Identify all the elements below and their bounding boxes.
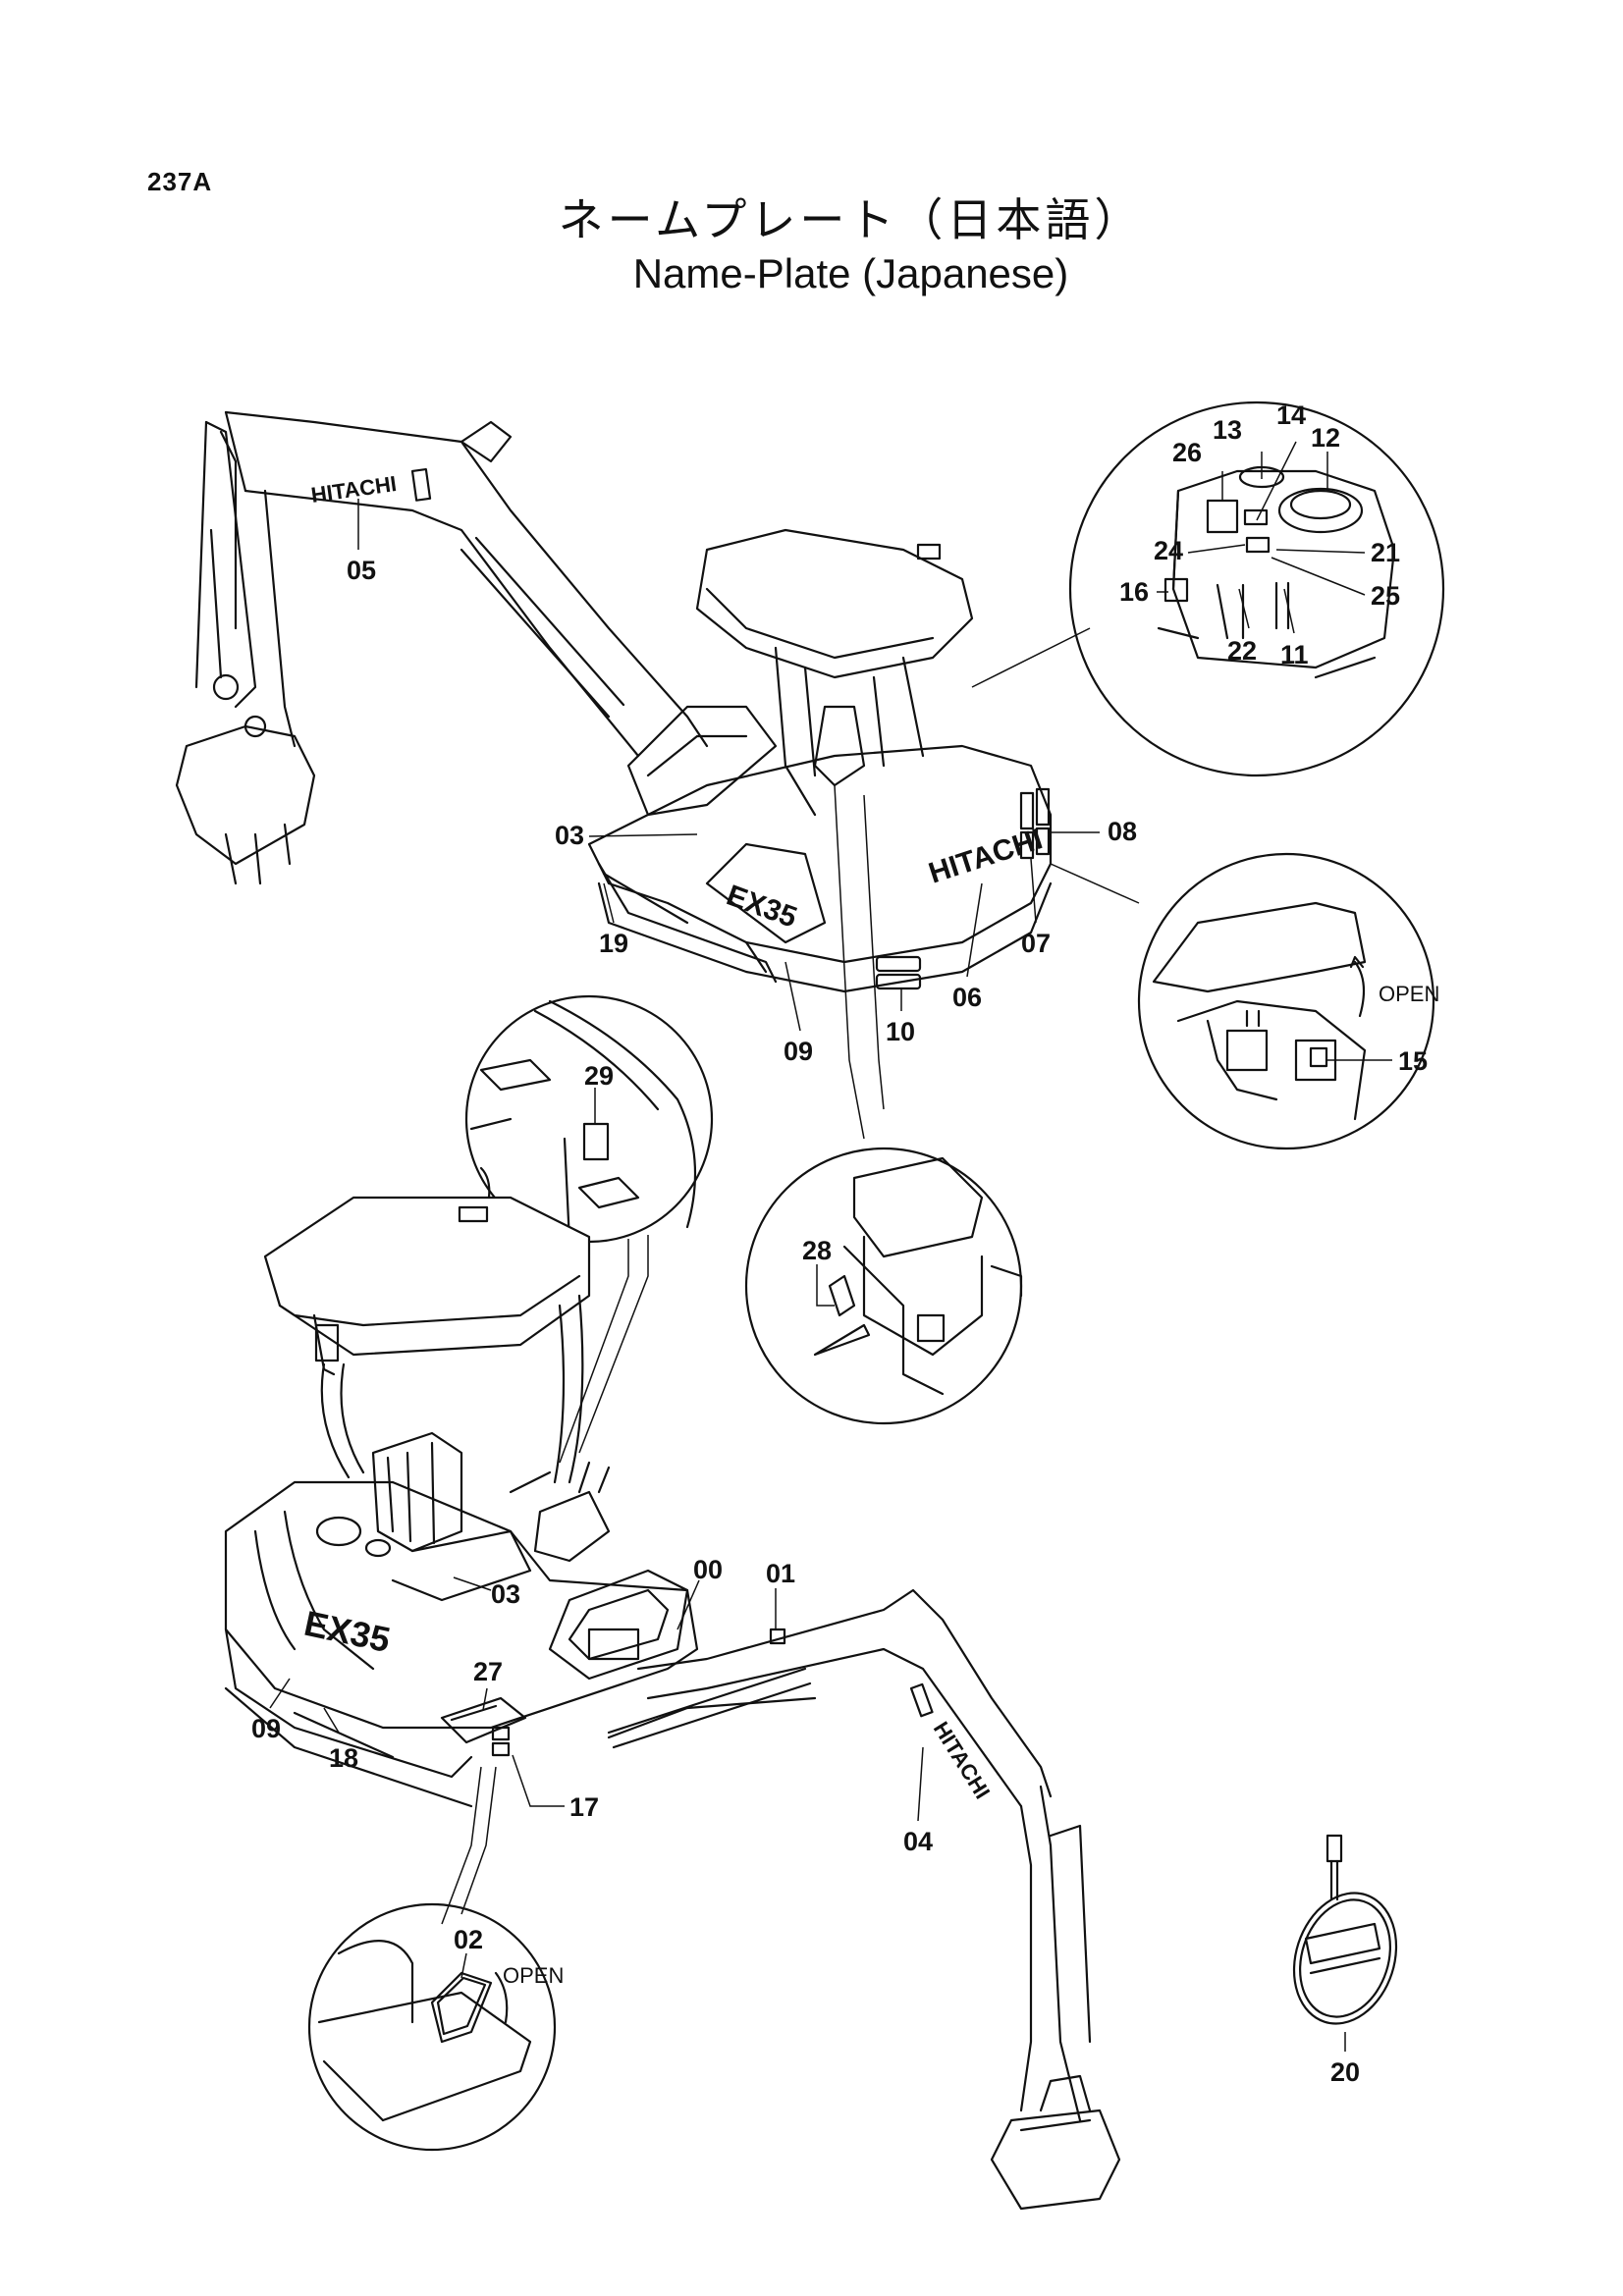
detail-circle-manual-box: OPEN bbox=[307, 1902, 564, 2152]
key-tag bbox=[1292, 1834, 1398, 2052]
side-model-text: EX35 bbox=[723, 880, 801, 934]
callout-08: 08 bbox=[1108, 817, 1137, 846]
callout-labels: 05 03 08 19 07 06 10 09 26 13 14 12 24 2… bbox=[251, 400, 1428, 2087]
front-boom-brand-text: HITACHI bbox=[929, 1717, 996, 1803]
callout-27: 27 bbox=[473, 1657, 503, 1686]
callout-04: 04 bbox=[903, 1827, 933, 1856]
callout-13: 13 bbox=[1213, 415, 1242, 445]
callout-02: 02 bbox=[454, 1925, 483, 1954]
callout-12: 12 bbox=[1311, 423, 1340, 453]
callout-21: 21 bbox=[1371, 538, 1400, 567]
callout-16: 16 bbox=[1119, 577, 1149, 607]
callout-01: 01 bbox=[766, 1559, 795, 1588]
callout-05: 05 bbox=[347, 556, 376, 585]
callout-09-lower: 09 bbox=[251, 1714, 281, 1743]
page-title-english: Name-Plate (Japanese) bbox=[632, 250, 1069, 296]
callout-03-lower: 03 bbox=[491, 1579, 520, 1609]
excavator-rear-view: HITACHI EX35 HITACHI bbox=[175, 410, 1140, 1140]
callout-11: 11 bbox=[1280, 640, 1309, 669]
callout-03-upper: 03 bbox=[555, 821, 584, 850]
callout-15: 15 bbox=[1398, 1046, 1428, 1076]
open-label-box: OPEN bbox=[503, 1963, 564, 1988]
callout-24: 24 bbox=[1154, 536, 1183, 565]
callout-26: 26 bbox=[1172, 438, 1202, 467]
detail-circle-fuel-tank bbox=[1068, 400, 1445, 777]
excavator-front-view: EX35 HITACHI bbox=[224, 1196, 1121, 2211]
callout-17: 17 bbox=[569, 1792, 599, 1822]
detail-circle-seat bbox=[744, 1147, 1023, 1425]
callout-19: 19 bbox=[599, 929, 628, 958]
callout-10: 10 bbox=[886, 1017, 915, 1046]
callout-25: 25 bbox=[1371, 581, 1400, 611]
callout-09-upper: 09 bbox=[784, 1037, 813, 1066]
callout-18: 18 bbox=[329, 1743, 358, 1773]
page-title-japanese: ネームプレート（日本語） bbox=[558, 193, 1144, 246]
front-model-text: EX35 bbox=[300, 1603, 394, 1660]
callout-00: 00 bbox=[693, 1555, 723, 1584]
callout-22: 22 bbox=[1227, 636, 1257, 666]
detail-circle-engine-hood: OPEN bbox=[1137, 852, 1439, 1150]
page-code: 237A bbox=[147, 167, 213, 196]
callout-06: 06 bbox=[952, 983, 982, 1012]
callout-28: 28 bbox=[802, 1236, 832, 1265]
boom-brand-text: HITACHI bbox=[309, 471, 398, 507]
callout-20: 20 bbox=[1330, 2057, 1360, 2087]
callout-14: 14 bbox=[1276, 400, 1306, 430]
callout-29: 29 bbox=[584, 1061, 614, 1091]
open-label-engine: OPEN bbox=[1379, 982, 1439, 1006]
callout-07: 07 bbox=[1021, 929, 1051, 958]
